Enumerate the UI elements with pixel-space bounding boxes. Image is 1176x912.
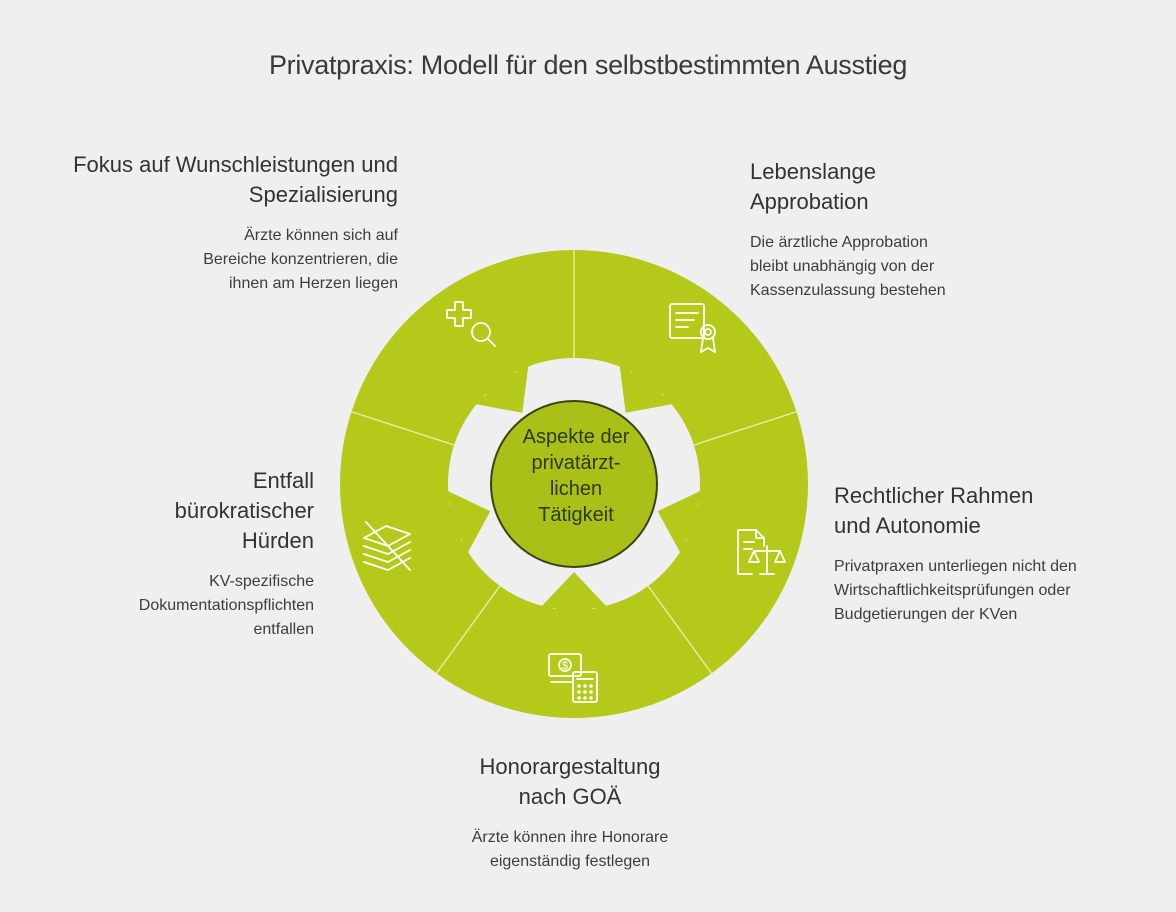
center-label: Aspekte der privatärzt- lichen Tätigkeit	[494, 424, 658, 528]
description-line: Dokumentationspflichten	[138, 597, 314, 614]
svg-text:$: $	[562, 660, 568, 672]
description-line: Ärzte können sich auf	[244, 227, 398, 244]
center-label-line: Tätigkeit	[538, 504, 614, 526]
center-label-line: Aspekte der	[522, 426, 630, 448]
segment-fokus: Fokus auf Wunschleistungen und Spezialis…	[73, 150, 398, 296]
heading-line: Lebenslange	[750, 159, 877, 184]
heading-line: Fokus auf Wunschleistungen und	[73, 152, 398, 177]
center-label-line: lichen	[549, 478, 603, 500]
heading-line: Entfall	[252, 468, 314, 493]
legal-document-scale-icon	[737, 529, 786, 575]
description-line: bleibt unabhängig von der	[750, 258, 935, 275]
center-circle	[490, 400, 658, 568]
description-line: Wirtschaftlichkeitsprüfungen oder	[834, 582, 1071, 599]
segment-heading: Fokus auf Wunschleistungen und Spezialis…	[73, 150, 398, 210]
inward-arrow	[657, 490, 723, 555]
segment-heading: Entfall bürokratischer Hürden	[139, 466, 314, 556]
heading-line: nach GOÄ	[518, 784, 622, 809]
segment-description: KV-spezifische Dokumentationspflichten e…	[139, 570, 314, 642]
ring-divider	[351, 410, 455, 446]
segment-buerokratie: Entfall bürokratischer Hürden KV-spezifi…	[139, 466, 314, 642]
inward-arrow	[425, 490, 491, 555]
description-line: KV-spezifische	[209, 573, 314, 590]
segment-heading: Rechtlicher Rahmen und Autonomie	[834, 481, 1077, 541]
description-line: Privatpraxen unterliegen nicht den	[834, 558, 1077, 575]
heading-line: bürokratischer	[174, 498, 314, 523]
segment-heading: Honorargestaltung nach GOÄ	[420, 752, 720, 812]
inward-arrow	[540, 572, 608, 634]
heading-line: Spezialisierung	[248, 182, 398, 207]
description-line: Die ärztliche Approbation	[750, 234, 928, 251]
segment-heading: Lebenslange Approbation	[750, 157, 946, 217]
money-calculator-icon: $	[548, 653, 598, 703]
description-line: Ärzte können ihre Honorare	[471, 829, 669, 846]
ring-divider	[647, 585, 713, 674]
outer-ring	[340, 250, 808, 718]
center-label-line: privatärzt-	[531, 452, 621, 474]
segment-description: Die ärztliche Approbation bleibt unabhän…	[750, 231, 946, 303]
no-paperwork-icon	[363, 521, 411, 571]
description-line: eigenständig festlegen	[489, 853, 651, 870]
segment-description: Ärzte können ihre Honorare eigenständig …	[420, 826, 720, 874]
segment-approbation: Lebenslange Approbation Die ärztliche Ap…	[750, 157, 946, 303]
ring-divider	[435, 585, 501, 674]
segment-description: Ärzte können sich auf Bereiche konzentri…	[73, 224, 398, 296]
inward-arrow	[471, 352, 529, 413]
segment-rahmen: Rechtlicher Rahmen und Autonomie Privatp…	[834, 481, 1077, 627]
heading-line: Honorargestaltung	[479, 754, 661, 779]
description-line: Budgetierungen der KVen	[834, 606, 1018, 623]
segment-honorar: Honorargestaltung nach GOÄ Ärzte können …	[420, 752, 720, 874]
description-line: Bereiche konzentrieren, die	[203, 251, 398, 268]
description-line: Kassenzulassung bestehen	[750, 282, 946, 299]
description-line: entfallen	[253, 621, 315, 638]
page-title: Privatpraxis: Modell für den selbstbesti…	[268, 50, 908, 80]
ring-divider	[693, 410, 797, 446]
ring-dividers	[351, 250, 797, 674]
heading-line: und Autonomie	[834, 513, 981, 538]
heading-line: Approbation	[750, 189, 869, 214]
inward-arrows	[425, 352, 723, 634]
description-line: ihnen am Herzen liegen	[229, 275, 398, 292]
heading-line: Hürden	[241, 528, 314, 553]
segment-description: Privatpraxen unterliegen nicht den Wirts…	[834, 555, 1077, 627]
certificate-icon	[669, 303, 716, 353]
heading-line: Rechtlicher Rahmen	[834, 483, 1034, 508]
inward-arrow	[619, 352, 677, 413]
medical-search-icon	[446, 301, 496, 347]
